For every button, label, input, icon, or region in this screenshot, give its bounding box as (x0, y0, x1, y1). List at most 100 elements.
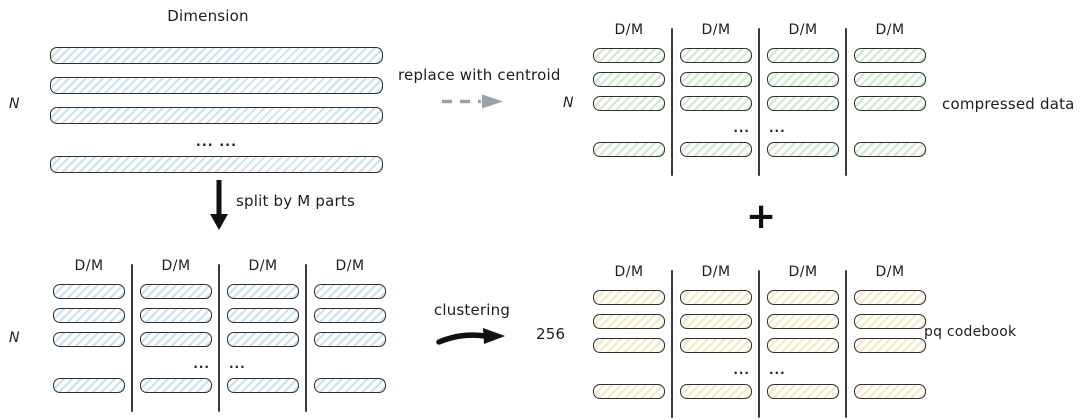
subvector-bar (680, 96, 752, 111)
subvector-bar (53, 378, 125, 393)
subvector-bar (53, 332, 125, 347)
subvector-bar (593, 72, 665, 87)
subvector-bar (854, 48, 926, 63)
column-header-label: D/M (788, 22, 818, 38)
vector-bar (50, 47, 383, 64)
column-divider (844, 28, 847, 176)
column-divider (130, 264, 133, 412)
vector-bar (50, 77, 383, 94)
subvector-bar (854, 338, 926, 353)
subvector-bar (227, 284, 299, 299)
subvector-bar (767, 72, 839, 87)
subvector-bar (680, 142, 752, 157)
subvector-bar (854, 314, 926, 329)
ellipsis-dots (854, 120, 926, 142)
column-header-label: D/M (701, 264, 731, 280)
plus-sign: + (746, 196, 777, 237)
ellipsis-dots: ... ... (195, 135, 238, 150)
row-count-label-original: N (9, 96, 20, 112)
ellipsis-dots (53, 356, 125, 378)
ellipsis-dots: ... (733, 121, 750, 135)
ellipsis-dots (593, 120, 665, 142)
column-divider (844, 270, 847, 418)
subvector-column: D/M (314, 258, 386, 402)
column-header-label: D/M (161, 258, 191, 274)
subvector-bar (53, 308, 125, 323)
subvector-bar (854, 142, 926, 157)
subvector-bar (140, 378, 212, 393)
column-divider (217, 264, 220, 412)
subvector-bar (140, 284, 212, 299)
subvector-bar (680, 48, 752, 63)
split-by-m-parts-label: split by M parts (236, 192, 355, 210)
column-header-label: D/M (875, 22, 905, 38)
subvector-bar (854, 384, 926, 399)
codebook-row-count-label: 256 (536, 325, 566, 343)
subvector-bar (314, 378, 386, 393)
subvector-bar (314, 308, 386, 323)
subvector-bar (854, 96, 926, 111)
subvector-bar (767, 48, 839, 63)
subvector-column: D/M... (227, 258, 299, 402)
column-divider (304, 264, 307, 412)
subvector-bar (680, 72, 752, 87)
clustering-label: clustering (433, 301, 511, 319)
column-divider (670, 270, 673, 418)
vector-bar (50, 107, 383, 124)
subvector-bar (593, 48, 665, 63)
down-arrow-icon (210, 180, 228, 230)
subvector-column: D/M (53, 258, 125, 402)
column-header-label: D/M (614, 264, 644, 280)
row-count-label-compressed: N (563, 95, 574, 111)
right-arrow-icon (436, 328, 505, 345)
ellipsis-dots: ... (229, 357, 246, 371)
subvector-bar (314, 284, 386, 299)
subvector-bar (593, 314, 665, 329)
subvector-bar (227, 308, 299, 323)
column-divider (757, 28, 760, 176)
column-header-label: D/M (701, 22, 731, 38)
subvector-column: D/M... (767, 264, 839, 408)
original-vectors-matrix: ... ... (50, 47, 383, 186)
pq-codebook-label: pq codebook (924, 324, 1017, 340)
subvector-bar (767, 338, 839, 353)
subvector-bar (767, 142, 839, 157)
column-header-label: D/M (74, 258, 104, 274)
subvector-bar (593, 142, 665, 157)
subvector-bar (593, 96, 665, 111)
row-count-label-split: N (9, 330, 20, 346)
ellipsis-dots: ... (769, 121, 786, 135)
subvector-bar (767, 290, 839, 305)
subvector-bar (227, 332, 299, 347)
subvector-column: D/M (854, 264, 926, 408)
subvector-bar (593, 290, 665, 305)
column-divider (670, 28, 673, 176)
subvector-bar (680, 338, 752, 353)
column-divider (757, 270, 760, 418)
ellipsis-dots (593, 362, 665, 384)
ellipsis-dots (854, 362, 926, 384)
subvector-column: D/M... (767, 22, 839, 166)
subvector-column: D/M... (140, 258, 212, 402)
subvector-bar (767, 96, 839, 111)
subvector-bar (53, 284, 125, 299)
subvector-bar (593, 338, 665, 353)
subvector-bar (767, 384, 839, 399)
ellipsis-dots: ... (193, 357, 210, 371)
subvector-column: D/M (593, 22, 665, 166)
subvector-column: D/M (854, 22, 926, 166)
subvector-bar (227, 378, 299, 393)
column-header-label: D/M (788, 264, 818, 280)
subvector-bar (854, 72, 926, 87)
subvector-bar (680, 290, 752, 305)
dimension-title: Dimension (167, 7, 249, 25)
subvector-bar (314, 332, 386, 347)
subvector-bar (140, 332, 212, 347)
column-header-label: D/M (335, 258, 365, 274)
subvector-bar (680, 314, 752, 329)
subvector-bar (680, 384, 752, 399)
